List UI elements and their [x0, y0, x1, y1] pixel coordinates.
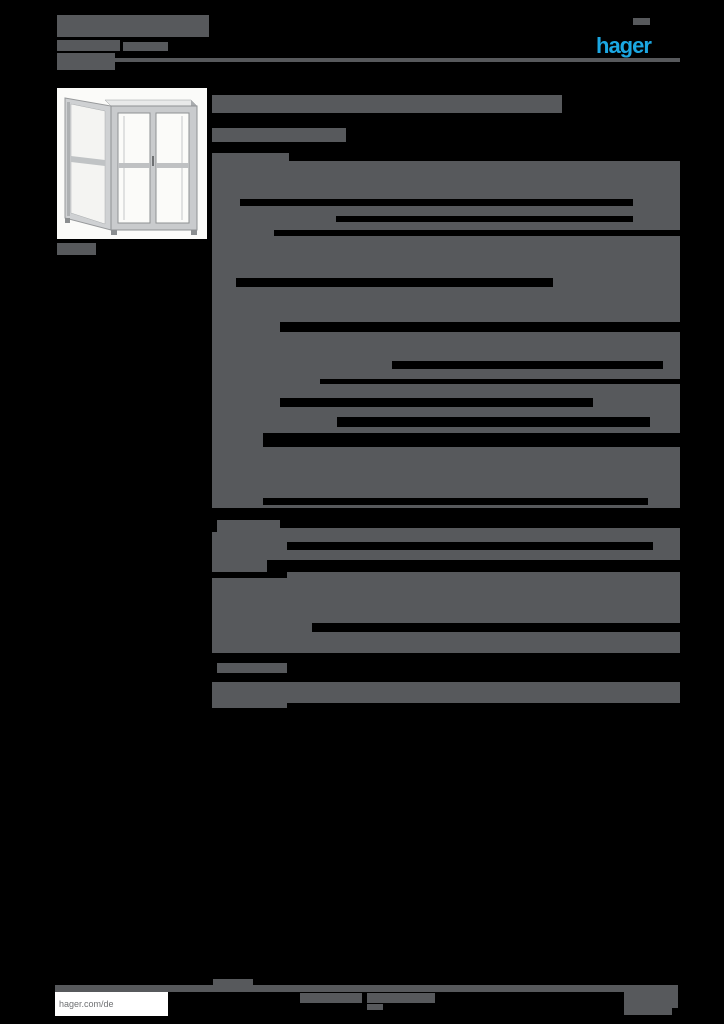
redacted-body-text — [212, 230, 274, 236]
redacted-body-text — [212, 682, 680, 703]
redacted-body-text — [212, 287, 680, 322]
redacted-body-text — [212, 236, 680, 278]
redacted-body-text — [212, 375, 320, 384]
redacted-body-text — [212, 560, 267, 572]
hager-logo: hager — [596, 33, 652, 58]
redacted-body-text — [648, 498, 680, 505]
redacted-body-text — [217, 520, 280, 532]
redacted-header-text — [123, 42, 168, 51]
redacted-header-text — [57, 15, 209, 37]
redacted-body-text — [212, 498, 263, 505]
redacted-body-text — [217, 663, 287, 673]
header-rule — [57, 58, 680, 62]
redacted-body-text — [212, 505, 680, 508]
redacted-body-text — [212, 550, 680, 560]
redacted-image-caption — [57, 243, 96, 255]
redacted-body-text — [593, 398, 680, 407]
redacted-body-text — [212, 417, 337, 427]
redacted-body-text — [320, 375, 680, 379]
redacted-body-text — [212, 332, 680, 361]
redacted-body-text — [212, 95, 562, 113]
redacted-body-text — [212, 398, 280, 407]
redacted-body-text — [212, 578, 680, 623]
redacted-body-text — [212, 447, 680, 498]
redacted-body-text — [212, 542, 287, 550]
redacted-footer-text — [624, 1008, 672, 1015]
product-image — [64, 97, 198, 235]
redacted-body-text — [650, 417, 680, 427]
redacted-body-text — [212, 369, 680, 375]
footer-url-box: hager.com/de — [55, 992, 168, 1016]
redacted-body-text — [212, 632, 680, 653]
redacted-body-text — [212, 206, 680, 216]
redacted-footer-text — [367, 993, 435, 1003]
redacted-footer-text — [624, 992, 678, 1008]
footer-url[interactable]: hager.com/de — [59, 999, 114, 1009]
redacted-body-text — [212, 216, 336, 222]
redacted-body-text — [212, 128, 346, 142]
redacted-body-text — [212, 427, 680, 433]
redacted-body-text — [633, 216, 680, 222]
redacted-body-text — [280, 528, 680, 532]
redacted-body-text — [212, 703, 287, 708]
redacted-body-text — [633, 199, 680, 206]
redacted-footer-text — [300, 993, 362, 1003]
redacted-header-text — [633, 18, 650, 25]
redacted-body-text — [212, 199, 240, 206]
redacted-footer-text — [213, 979, 253, 985]
redacted-body-text — [212, 278, 236, 287]
redacted-body-text — [212, 407, 680, 417]
redacted-body-text — [212, 623, 312, 632]
redacted-header-text — [57, 53, 115, 70]
redacted-body-text — [212, 153, 289, 162]
redacted-body-text — [212, 361, 392, 369]
redacted-body-text — [653, 542, 680, 550]
redacted-body-text — [553, 278, 680, 287]
product-image-box — [57, 88, 207, 239]
redacted-body-text — [212, 433, 263, 447]
redacted-body-text — [212, 322, 280, 332]
redacted-body-text — [663, 361, 680, 369]
redacted-body-text — [212, 384, 680, 398]
redacted-header-text — [57, 40, 120, 51]
redacted-body-text — [212, 161, 680, 199]
redacted-body-text — [212, 532, 680, 542]
redacted-body-text — [212, 222, 680, 230]
footer-rule — [55, 985, 678, 992]
redacted-footer-text — [367, 1004, 383, 1010]
redacted-body-text — [287, 572, 680, 578]
